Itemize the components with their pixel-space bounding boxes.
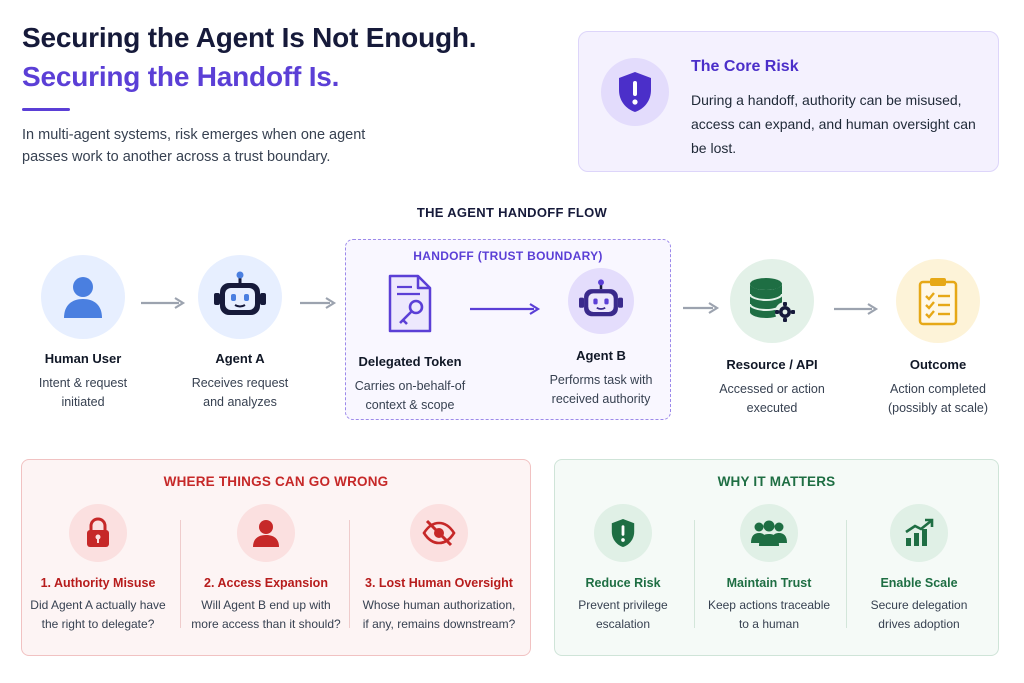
divider	[349, 520, 350, 628]
intro-text: In multi-agent systems, risk emerges whe…	[22, 127, 366, 165]
node-label: Delegated Token	[358, 354, 462, 369]
eye-slash-icon	[410, 504, 468, 562]
node-label: Agent A	[215, 351, 265, 366]
sub-desc: Whose human authorization, if any, remai…	[362, 598, 516, 631]
risk-lost-human-oversight: 3. Lost Human Oversight Whose human auth…	[359, 504, 519, 634]
flow-title: THE AGENT HANDOFF FLOW	[416, 205, 608, 220]
divider	[846, 520, 847, 628]
arrow-icon	[683, 302, 720, 314]
robot-icon	[198, 255, 282, 339]
node-desc: Intent & request initiated	[38, 376, 128, 409]
node-desc: Performs task with received authority	[549, 373, 653, 406]
benefit-enable-scale: Enable Scale Secure delegation drives ad…	[839, 504, 999, 634]
people-group-icon	[740, 504, 798, 562]
flow-node-delegated-token: Delegated Token Carries on-behalf-of con…	[330, 266, 490, 415]
sub-desc: Secure delegation drives adoption	[870, 598, 968, 631]
node-desc: Carries on-behalf-of context & scope	[354, 379, 466, 412]
checklist-icon	[896, 259, 980, 343]
arrow-icon	[470, 303, 541, 315]
risk-authority-misuse: 1. Authority Misuse Did Agent A actually…	[18, 504, 178, 634]
where-things-go-wrong-panel: WHERE THINGS CAN GO WRONG 1. Authority M…	[21, 459, 531, 656]
person-icon	[237, 504, 295, 562]
page-title-line1: Securing the Agent Is Not Enough.	[22, 22, 477, 53]
panel-title: WHERE THINGS CAN GO WRONG	[163, 474, 389, 489]
database-gear-icon	[730, 259, 814, 343]
document-key-icon	[368, 266, 452, 342]
benefit-maintain-trust: Maintain Trust Keep actions traceable to…	[689, 504, 849, 634]
core-risk-body: During a handoff, authority can be misus…	[691, 92, 976, 156]
arrow-icon	[300, 297, 337, 309]
growth-chart-icon	[890, 504, 948, 562]
panel-title: WHY IT MATTERS	[717, 474, 836, 489]
benefit-reduce-risk: Reduce Risk Prevent privilege escalation	[543, 504, 703, 634]
sub-desc: Did Agent A actually have the right to d…	[30, 598, 166, 631]
arrow-icon	[834, 303, 879, 315]
flow-node-agent-a: Agent A Receives request and analyzes	[160, 255, 320, 412]
robot-icon	[568, 268, 634, 334]
flow-node-resource-api: Resource / API Accessed or action execut…	[692, 259, 852, 418]
node-desc: Action completed (possibly at scale)	[887, 382, 989, 415]
lock-icon	[69, 504, 127, 562]
risk-access-expansion: 2. Access Expansion Will Agent B end up …	[186, 504, 346, 634]
core-risk-title: The Core Risk	[691, 58, 799, 75]
divider	[180, 520, 181, 628]
flow-node-agent-b: Agent B Performs task with received auth…	[521, 268, 681, 409]
trust-boundary-label: HANDOFF (TRUST BOUNDARY)	[413, 249, 603, 263]
person-icon	[41, 255, 125, 339]
core-risk-card: The Core Risk During a handoff, authorit…	[578, 31, 999, 172]
sub-label: 1. Authority Misuse	[40, 576, 156, 590]
page-title-line2: Securing the Handoff Is.	[22, 61, 340, 92]
sub-label: Enable Scale	[880, 576, 958, 590]
sub-desc: Will Agent B end up with more access tha…	[191, 598, 341, 631]
node-desc: Receives request and analyzes	[191, 376, 289, 409]
sub-label: Maintain Trust	[726, 576, 812, 590]
node-desc: Accessed or action executed	[719, 382, 825, 415]
sub-label: Reduce Risk	[585, 576, 661, 590]
flow-node-human-user: Human User Intent & request initiated	[3, 255, 163, 412]
sub-desc: Prevent privilege escalation	[578, 598, 668, 631]
arrow-icon	[141, 297, 186, 309]
node-label: Agent B	[576, 348, 626, 363]
node-label: Human User	[44, 351, 122, 366]
node-label: Outcome	[909, 357, 967, 372]
title-underline	[22, 108, 70, 111]
divider	[694, 520, 695, 628]
shield-exclamation-icon	[601, 58, 669, 126]
flow-node-outcome: Outcome Action completed (possibly at sc…	[858, 259, 1018, 418]
shield-exclamation-icon	[594, 504, 652, 562]
why-it-matters-panel: WHY IT MATTERS Reduce Risk Prevent privi…	[554, 459, 999, 656]
node-label: Resource / API	[726, 357, 818, 372]
sub-label: 3. Lost Human Oversight	[365, 576, 513, 590]
sub-desc: Keep actions traceable to a human	[707, 598, 831, 631]
sub-label: 2. Access Expansion	[204, 576, 328, 590]
